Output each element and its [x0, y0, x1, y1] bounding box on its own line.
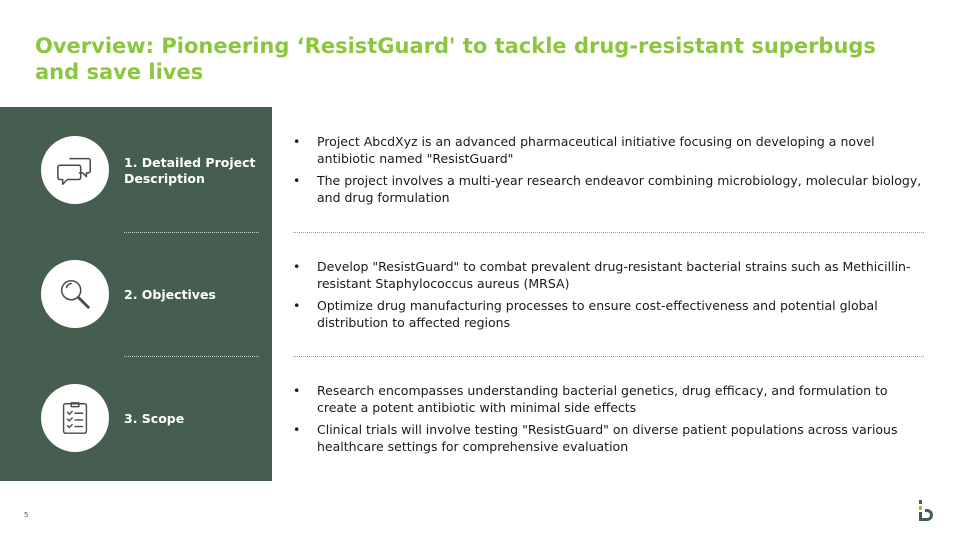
section-objectives: 2. Objectives: [0, 260, 272, 330]
speech-bubbles-icon: [57, 157, 91, 186]
bullet-item: Develop "ResistGuard" to combat prevalen…: [293, 259, 925, 292]
magnifier-icon: [60, 279, 90, 309]
left-panel: 1. Detailed Project Description 2. Objec…: [0, 107, 272, 481]
icon-circle: [41, 384, 109, 452]
checklist-icon: [62, 402, 88, 434]
bullets-scope: Research encompasses understanding bacte…: [293, 383, 925, 461]
slide-title: Overview: Pioneering ‘ResistGuard' to ta…: [35, 34, 876, 84]
section-divider: [293, 232, 924, 233]
section-detailed-description: 1. Detailed Project Description: [0, 136, 272, 206]
section-label: 1. Detailed Project Description: [124, 155, 256, 186]
brand-logo-icon: [919, 500, 933, 521]
bullet-item: Optimize drug manufacturing processes to…: [293, 298, 925, 331]
icon-circle: [41, 136, 109, 204]
panel-divider: [124, 232, 259, 233]
section-label: 2. Objectives: [124, 287, 216, 302]
section-label: 3. Scope: [124, 411, 185, 426]
bullets-detailed-description: Project AbcdXyz is an advanced pharmaceu…: [293, 134, 925, 212]
page-number: 5: [24, 511, 29, 519]
bullet-item: Clinical trials will involve testing "Re…: [293, 422, 925, 455]
bullets-objectives: Develop "ResistGuard" to combat prevalen…: [293, 259, 925, 337]
bullet-item: The project involves a multi-year resear…: [293, 173, 925, 206]
panel-divider: [124, 356, 259, 357]
section-scope: 3. Scope: [0, 384, 272, 454]
bullet-item: Project AbcdXyz is an advanced pharmaceu…: [293, 134, 925, 167]
icon-circle: [41, 260, 109, 328]
section-divider: [293, 356, 924, 357]
bullet-item: Research encompasses understanding bacte…: [293, 383, 925, 416]
